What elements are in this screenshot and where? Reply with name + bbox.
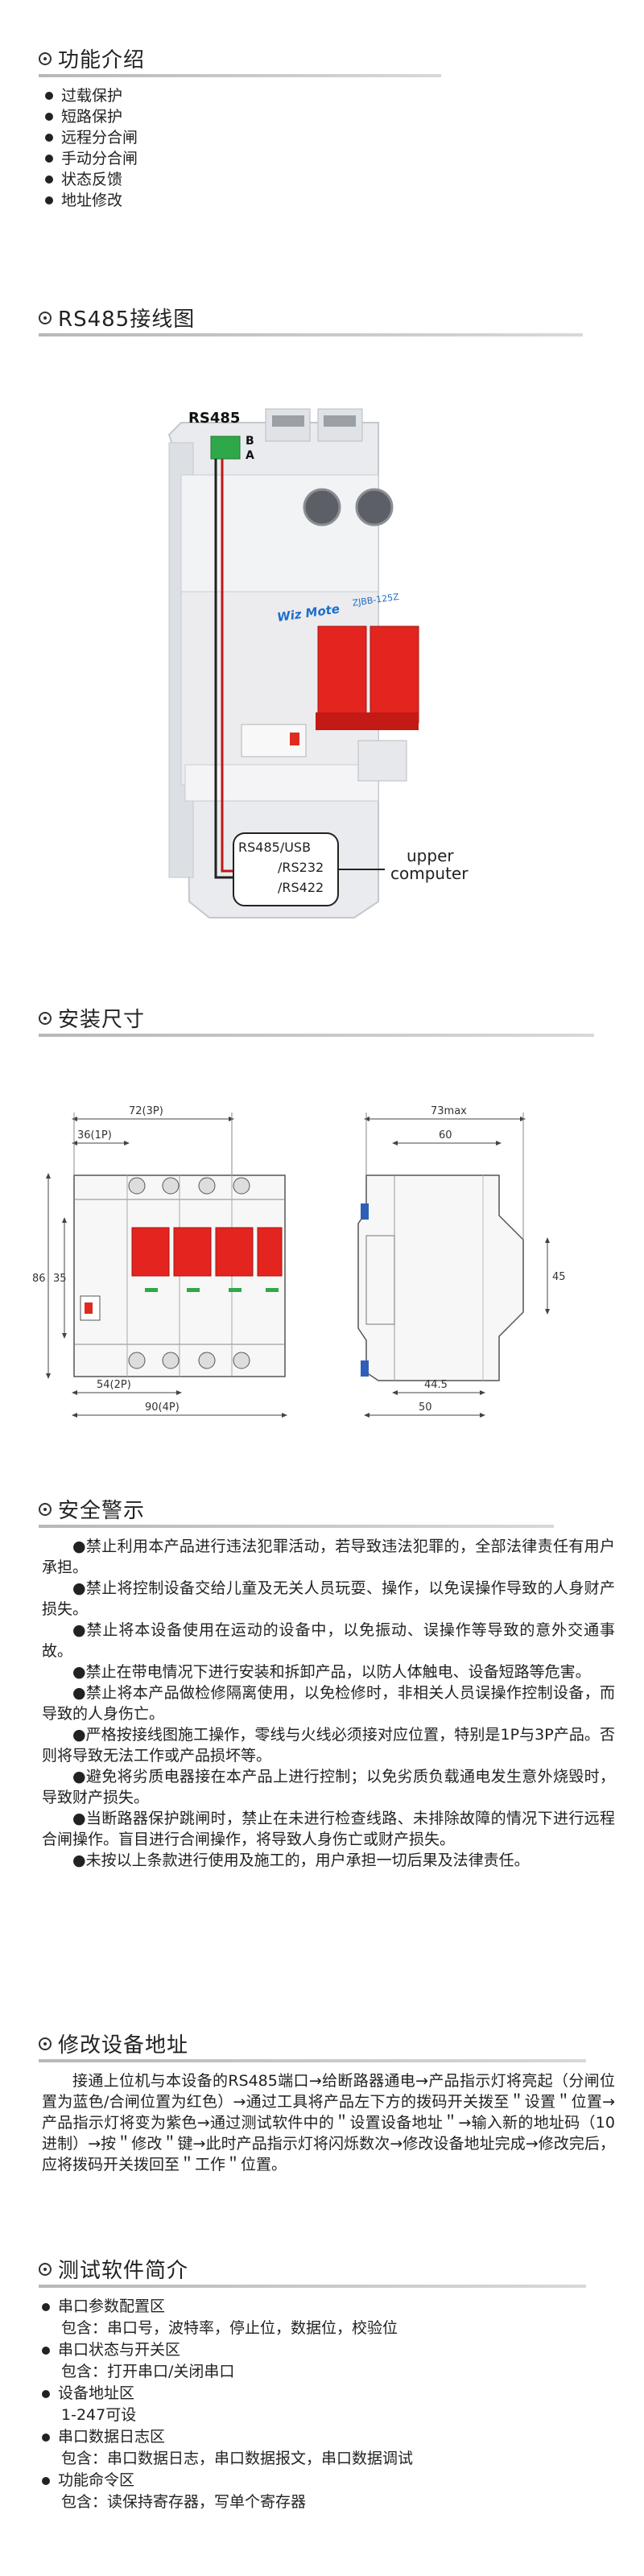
dim-86: 86 xyxy=(32,1273,46,1285)
safety-item: ●严格按接线图施工操作，零线与火线必须接对应位置，特别是1P与3P产品。否则将导… xyxy=(42,1726,615,1765)
address-instructions: 接通上位机与本设备的RS485端口→给断路器通电→产品指示灯将亮起（分闸位置为蓝… xyxy=(42,2070,615,2175)
software-area-item: 功能命令区 xyxy=(42,2470,605,2491)
software-area-item: 串口数据日志区 xyxy=(42,2426,605,2448)
feature-item: 短路保护 xyxy=(45,106,138,127)
safety-warnings: ●禁止利用本产品进行违法犯罪活动，若导致违法犯罪的，全部法律责任有用户承担。 ●… xyxy=(42,1536,615,1871)
section-bullet-icon xyxy=(39,2037,52,2050)
dim-54: 54(2P) xyxy=(97,1379,131,1391)
dim-50: 50 xyxy=(419,1402,432,1414)
section-bullet-icon xyxy=(39,2262,52,2276)
upper-computer-label-2: computer xyxy=(390,864,469,883)
dim-72: 72(3P) xyxy=(129,1105,163,1117)
wiring-diagram: Wiz Mote ZJBB-125Z RS485 B A RS485/USB /… xyxy=(167,408,469,919)
safety-item: ●当断路器保护跳闸时，禁止在未进行检查线路、未排除故障的情况下进行远程合闸操作。… xyxy=(42,1810,615,1848)
bullet-dot-icon xyxy=(45,155,53,163)
section-bullet-icon xyxy=(39,1502,52,1516)
software-area-item: 串口参数配置区 xyxy=(42,2296,605,2318)
section-bullet-icon xyxy=(39,1011,52,1025)
bullet-dot-icon xyxy=(45,196,53,204)
breaker-handle-1 xyxy=(317,625,367,724)
bullet-dot-icon xyxy=(42,2302,50,2311)
bullet-dot-icon xyxy=(45,92,53,100)
address-text: 接通上位机与本设备的RS485端口→给断路器通电→产品指示灯将亮起（分闸位置为蓝… xyxy=(42,2072,615,2174)
section-divider xyxy=(39,1525,554,1528)
safety-item: ●禁止将本设备使用在运动的设备中，以免振动、误操作等导致的意外交通事故。 xyxy=(42,1621,615,1660)
dim-73: 73max xyxy=(431,1105,467,1117)
section-title: 功能介绍 xyxy=(58,48,146,72)
upper-computer-label-1: upper xyxy=(407,846,454,865)
section-divider xyxy=(39,2059,586,2062)
section-header-wiring: RS485接线图 xyxy=(39,303,195,332)
bullet-dot-icon xyxy=(45,175,53,184)
terminal-b-label: B xyxy=(246,435,254,448)
safety-item: ●避免将劣质电器接在本产品上进行控制；以免劣质负载通电发生意外烧毁时，导致财产损… xyxy=(42,1768,615,1806)
section-header-features: 功能介绍 xyxy=(39,43,145,73)
bullet-dot-icon xyxy=(42,2346,50,2355)
converter-label-1: RS485/USB xyxy=(238,840,311,855)
wire-b xyxy=(214,459,233,879)
section-title: 安全警示 xyxy=(58,1499,146,1523)
section-divider xyxy=(39,74,441,77)
converter-label-2: /RS232 xyxy=(278,860,324,875)
section-header-safety: 安全警示 xyxy=(39,1494,145,1524)
bullet-dot-icon xyxy=(45,113,53,121)
software-area-desc: 包含：串口数据日志，串口数据报文，串口数据调试 xyxy=(61,2450,414,2467)
dim-90: 90(4P) xyxy=(145,1402,180,1414)
safety-item: ●禁止将控制设备交给儿童及无关人员玩耍、操作，以免误操作导致的人身财产损失。 xyxy=(42,1579,615,1618)
safety-item: ●禁止利用本产品进行违法犯罪活动，若导致违法犯罪的，全部法律责任有用户承担。 xyxy=(42,1538,615,1576)
bullet-dot-icon xyxy=(42,2433,50,2442)
converter-label-3: /RS422 xyxy=(278,880,324,895)
safety-item: ●禁止在带电情况下进行安装和拆卸产品，以防人体触电、设备短路等危害。 xyxy=(72,1663,591,1681)
software-area-desc: 包含：打开串口/关闭串口 xyxy=(61,2363,235,2380)
dim-45: 45 xyxy=(552,1271,566,1283)
section-header-dimensions: 安装尺寸 xyxy=(39,1003,145,1033)
software-area-item: 设备地址区 xyxy=(42,2383,605,2405)
section-bullet-icon xyxy=(39,311,52,324)
software-area-desc: 1-247可设 xyxy=(61,2406,137,2424)
feature-item: 远程分合闸 xyxy=(45,127,138,148)
section-divider xyxy=(39,2285,586,2288)
section-divider xyxy=(39,333,583,336)
rs485-terminal xyxy=(210,436,241,460)
safety-item: ●禁止将本产品做检修隔离使用，以免检修时，非相关人员误操作控制设备，而导致的人身… xyxy=(42,1684,615,1723)
section-title: 修改设备地址 xyxy=(58,2033,189,2058)
feature-item: 过载保护 xyxy=(45,85,138,106)
section-header-address: 修改设备地址 xyxy=(39,2029,188,2058)
front-view xyxy=(73,1174,286,1377)
feature-item: 地址修改 xyxy=(45,190,138,211)
section-divider xyxy=(39,1034,594,1037)
dim-36: 36(1P) xyxy=(77,1129,112,1141)
bullet-dot-icon xyxy=(42,2476,50,2485)
section-title: RS485接线图 xyxy=(58,308,196,332)
bullet-dot-icon xyxy=(42,2389,50,2398)
dim-35: 35 xyxy=(53,1273,67,1285)
section-title: 测试软件简介 xyxy=(58,2259,189,2283)
feature-item: 手动分合闸 xyxy=(45,148,138,169)
section-header-software: 测试软件简介 xyxy=(39,2254,188,2284)
feature-list: 过载保护 短路保护 远程分合闸 手动分合闸 状态反馈 地址修改 xyxy=(45,85,138,211)
dimension-drawing: 72(3P) 36(1P) 86 35 54(2P) 90(4P) 73max … xyxy=(32,1105,566,1418)
software-area-desc: 包含：串口号，波特率，停止位，数据位，校验位 xyxy=(61,2319,398,2337)
rs485-label: RS485 xyxy=(188,410,240,427)
software-feature-list: 串口参数配置区 包含：串口号，波特率，停止位，数据位，校验位 串口状态与开关区 … xyxy=(42,2296,605,2513)
side-view xyxy=(357,1174,524,1381)
breaker-handle-2 xyxy=(369,625,419,724)
section-bullet-icon xyxy=(39,52,52,65)
software-area-desc: 包含：读保持寄存器，写单个寄存器 xyxy=(61,2493,307,2511)
safety-item: ●未按以上条款进行使用及施工的，用户承担一切后果及法律责任。 xyxy=(72,1852,530,1869)
wire-a xyxy=(221,459,233,873)
bullet-dot-icon xyxy=(45,134,53,142)
terminal-a-label: A xyxy=(246,449,254,462)
feature-item: 状态反馈 xyxy=(45,169,138,190)
software-area-item: 串口状态与开关区 xyxy=(42,2339,605,2361)
dim-44-5: 44.5 xyxy=(424,1379,448,1391)
section-title: 安装尺寸 xyxy=(58,1008,146,1032)
dim-60: 60 xyxy=(439,1129,452,1141)
